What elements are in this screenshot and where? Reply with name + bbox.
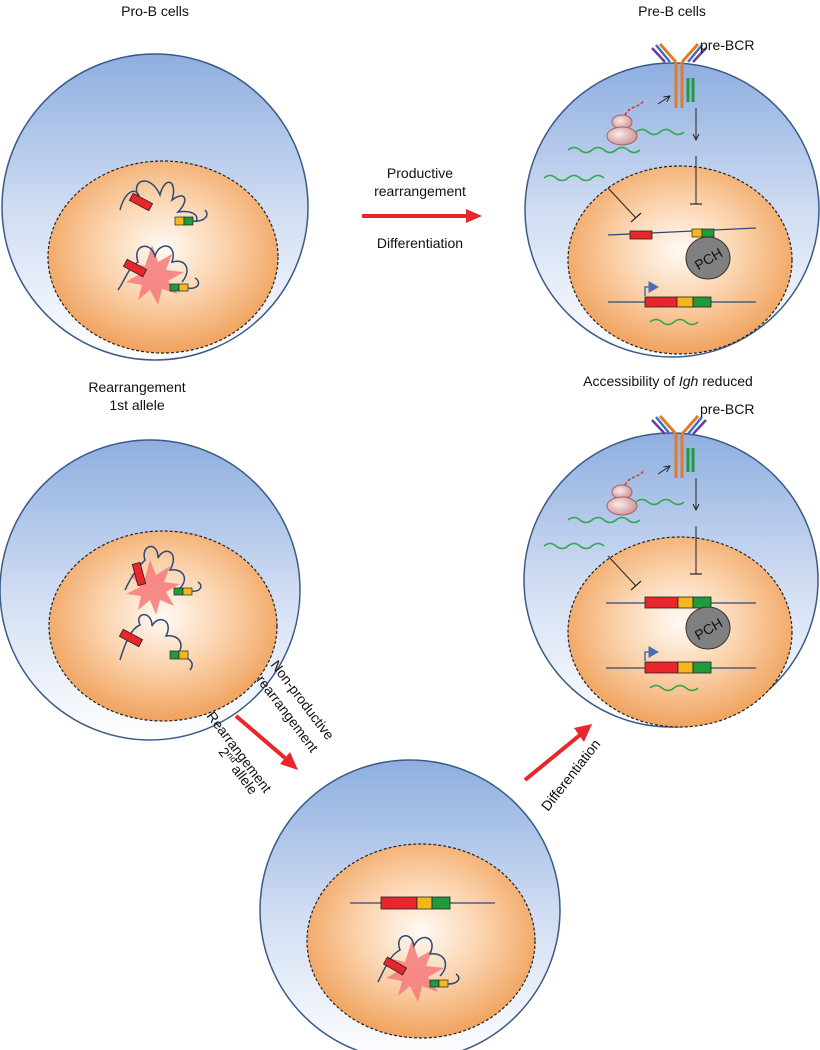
- rag-cleavage-burst: [126, 560, 180, 615]
- d-segment: [438, 979, 449, 988]
- dna-loop: [377, 935, 447, 983]
- d-segment: [182, 587, 193, 596]
- pre-bcr-receptor-top: [651, 43, 707, 108]
- j-segment: [183, 216, 194, 226]
- v-segment: [118, 628, 144, 648]
- pre-bcr-label-top: pre-BCR: [700, 37, 754, 53]
- accessibility-label: Accessibility of Igh reduced: [583, 373, 753, 389]
- j-segment: [692, 661, 712, 674]
- ribosome-top: [606, 99, 645, 146]
- v-segment: [629, 230, 653, 240]
- pre-bcr-label-bottom: pre-BCR: [700, 401, 754, 417]
- j-segment: [169, 650, 180, 660]
- pre-b-nucleus-top: [567, 165, 793, 355]
- v-segment: [128, 192, 154, 212]
- d-segment: [677, 596, 694, 609]
- rag-cleavage-burst: [386, 940, 444, 1002]
- ribosome-bottom: [606, 469, 645, 516]
- transcription-start-arrow: [644, 281, 659, 296]
- v-segment: [131, 561, 147, 587]
- d-segment: [676, 296, 694, 308]
- first-allele-label: 1st allele: [109, 397, 164, 413]
- j-segment: [692, 296, 712, 308]
- j-segment: [431, 896, 451, 910]
- mrna-transcript: [543, 174, 605, 182]
- j-segment: [701, 228, 715, 238]
- mrna-transcript: [649, 318, 699, 326]
- signal-arrow: [657, 466, 670, 475]
- non-productive-arrow: [234, 714, 298, 770]
- mrna-transcript: [543, 542, 605, 550]
- mrna-transcript: [635, 128, 685, 136]
- v-segment: [122, 258, 148, 278]
- differentiation-arrow: [523, 724, 592, 782]
- pre-b-cell-top: [524, 62, 820, 358]
- j-segment: [429, 979, 440, 988]
- j-segment: [173, 587, 184, 596]
- pre-b-cells-title: Pre-B cells: [638, 3, 706, 19]
- mrna-transcript: [567, 516, 641, 524]
- rearrangement-label: rearrangement: [374, 183, 466, 199]
- nucleus: [48, 530, 278, 722]
- pro-b-cell-second-allele: [259, 759, 561, 1050]
- v-segment: [380, 896, 418, 910]
- nucleus: [306, 843, 536, 1039]
- d-segment: [174, 216, 185, 226]
- d-segment: [691, 228, 703, 238]
- d-segment: [677, 661, 694, 674]
- pro-b-cell: [1, 53, 309, 361]
- rearrangement-1st-label: Rearrangement: [88, 379, 185, 395]
- pro-b-cell-first-allele: [0, 439, 301, 741]
- v-segment: [644, 296, 678, 308]
- mrna-transcript: [649, 684, 699, 692]
- mrna-transcript: [635, 498, 685, 506]
- signal-arrow: [657, 96, 670, 105]
- differentiation-label-diag: Differentiation: [538, 736, 604, 814]
- transcription-start-arrow: [644, 646, 659, 661]
- inhibition-line: [607, 187, 637, 219]
- pch-heterochromatin-bottom: PCH: [685, 606, 731, 650]
- pre-b-cell-bottom: [523, 432, 819, 728]
- productive-label: Productive: [387, 165, 453, 181]
- v-segment: [644, 596, 679, 609]
- d-segment: [416, 896, 433, 910]
- j-segment: [692, 596, 712, 609]
- pch-heterochromatin-top: PCH: [685, 236, 731, 280]
- j-segment: [169, 283, 180, 292]
- pre-bcr-receptor-bottom: [651, 415, 707, 478]
- d-segment: [178, 283, 189, 292]
- rag-cleavage-burst: [126, 245, 184, 305]
- v-segment: [382, 956, 408, 976]
- d-segment: [178, 650, 189, 660]
- differentiation-label-top: Differentiation: [377, 235, 463, 251]
- v-segment: [644, 661, 679, 674]
- productive-arrow: [362, 209, 482, 223]
- pre-b-nucleus-bottom: [567, 536, 793, 728]
- pro-b-cells-title: Pro-B cells: [121, 3, 189, 19]
- mrna-transcript: [567, 146, 641, 154]
- pro-b-nucleus: [47, 160, 279, 354]
- inhibition-line: [607, 555, 637, 587]
